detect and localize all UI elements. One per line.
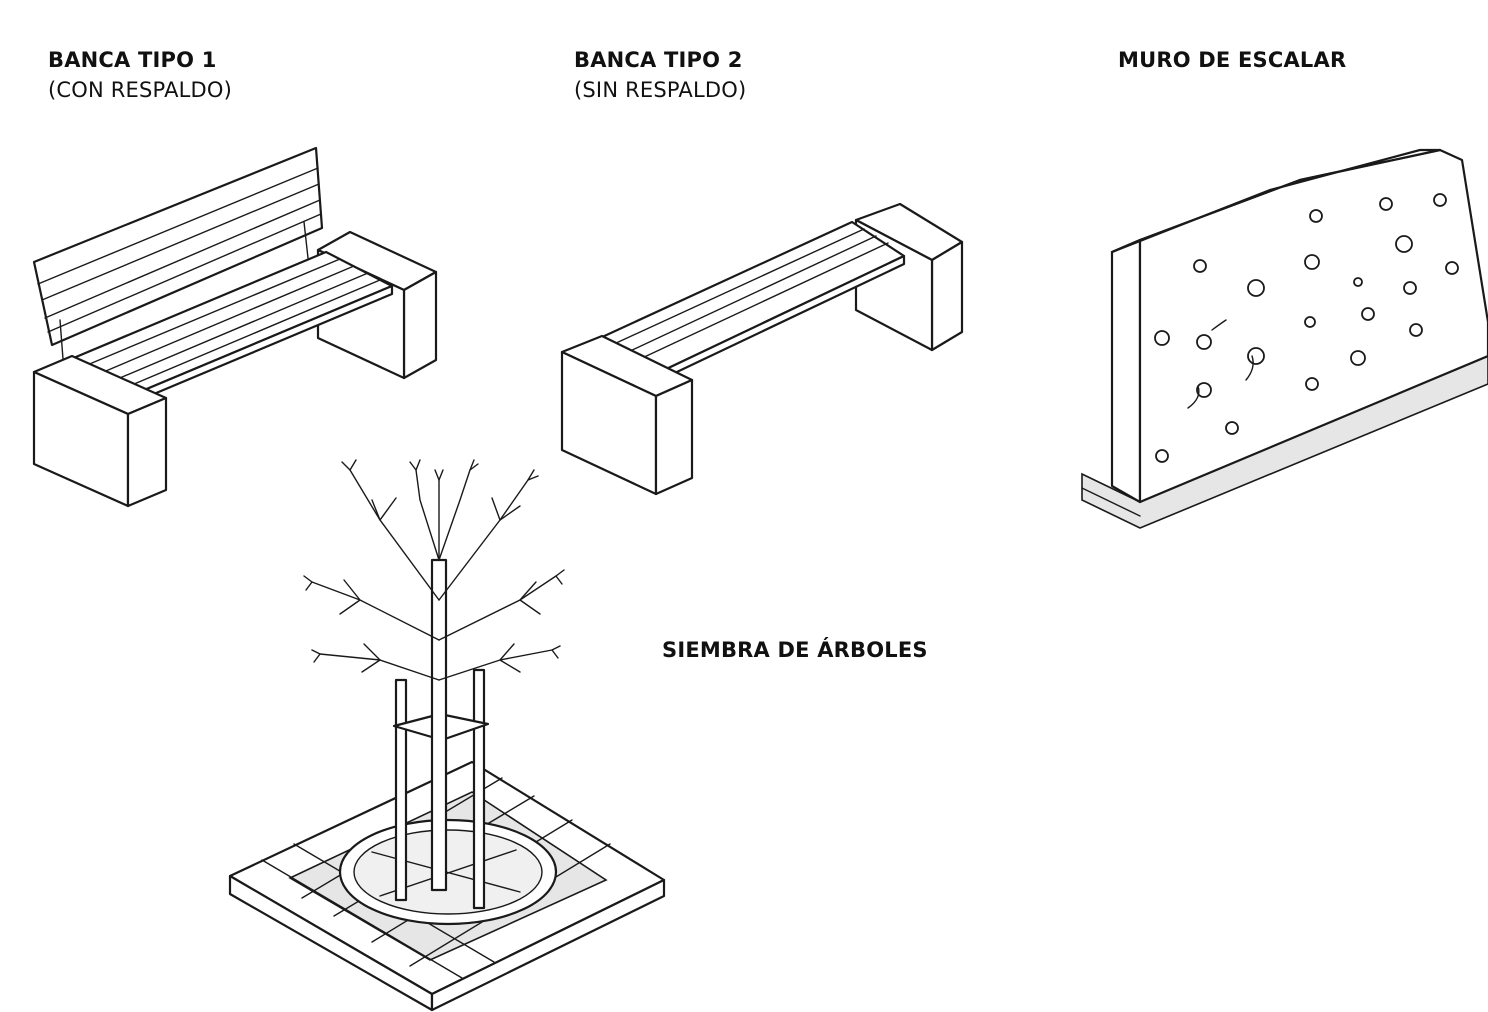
- bench-type-1-illustration: [32, 146, 438, 508]
- tree-pit: [338, 818, 558, 926]
- bench-type-1-title: BANCA TIPO 1: [48, 48, 217, 72]
- bench-type-2-title: BANCA TIPO 2: [574, 48, 743, 72]
- bench-type-2-subtitle: (SIN RESPALDO): [574, 78, 747, 103]
- climbing-wall-label: MURO DE ESCALAR: [1118, 45, 1346, 75]
- tree-planting-illustration: [228, 459, 666, 1012]
- tree-branches: [303, 459, 565, 681]
- tree-planting-title: SIEMBRA DE ÁRBOLES: [662, 638, 928, 662]
- bench-1-backrest: [32, 146, 324, 373]
- bench-1-seat: [62, 250, 394, 406]
- bench-type-1-label: BANCA TIPO 1 (CON RESPALDO): [48, 45, 232, 106]
- bench-type-1-subtitle: (CON RESPALDO): [48, 78, 233, 103]
- bench-2-seat: [598, 220, 906, 382]
- tree-planting-label: SIEMBRA DE ÁRBOLES: [662, 635, 928, 665]
- bench-type-2-label: BANCA TIPO 2 (SIN RESPALDO): [574, 45, 746, 106]
- bench-1-left-support: [32, 354, 168, 508]
- bench-2-left-support: [560, 334, 694, 496]
- climbing-holds: [1154, 193, 1459, 463]
- bench-type-2-illustration: [560, 202, 964, 496]
- climbing-wall-illustration: [1081, 148, 1488, 529]
- tree-trunk: [430, 558, 448, 892]
- climbing-wall-title: MURO DE ESCALAR: [1118, 48, 1347, 72]
